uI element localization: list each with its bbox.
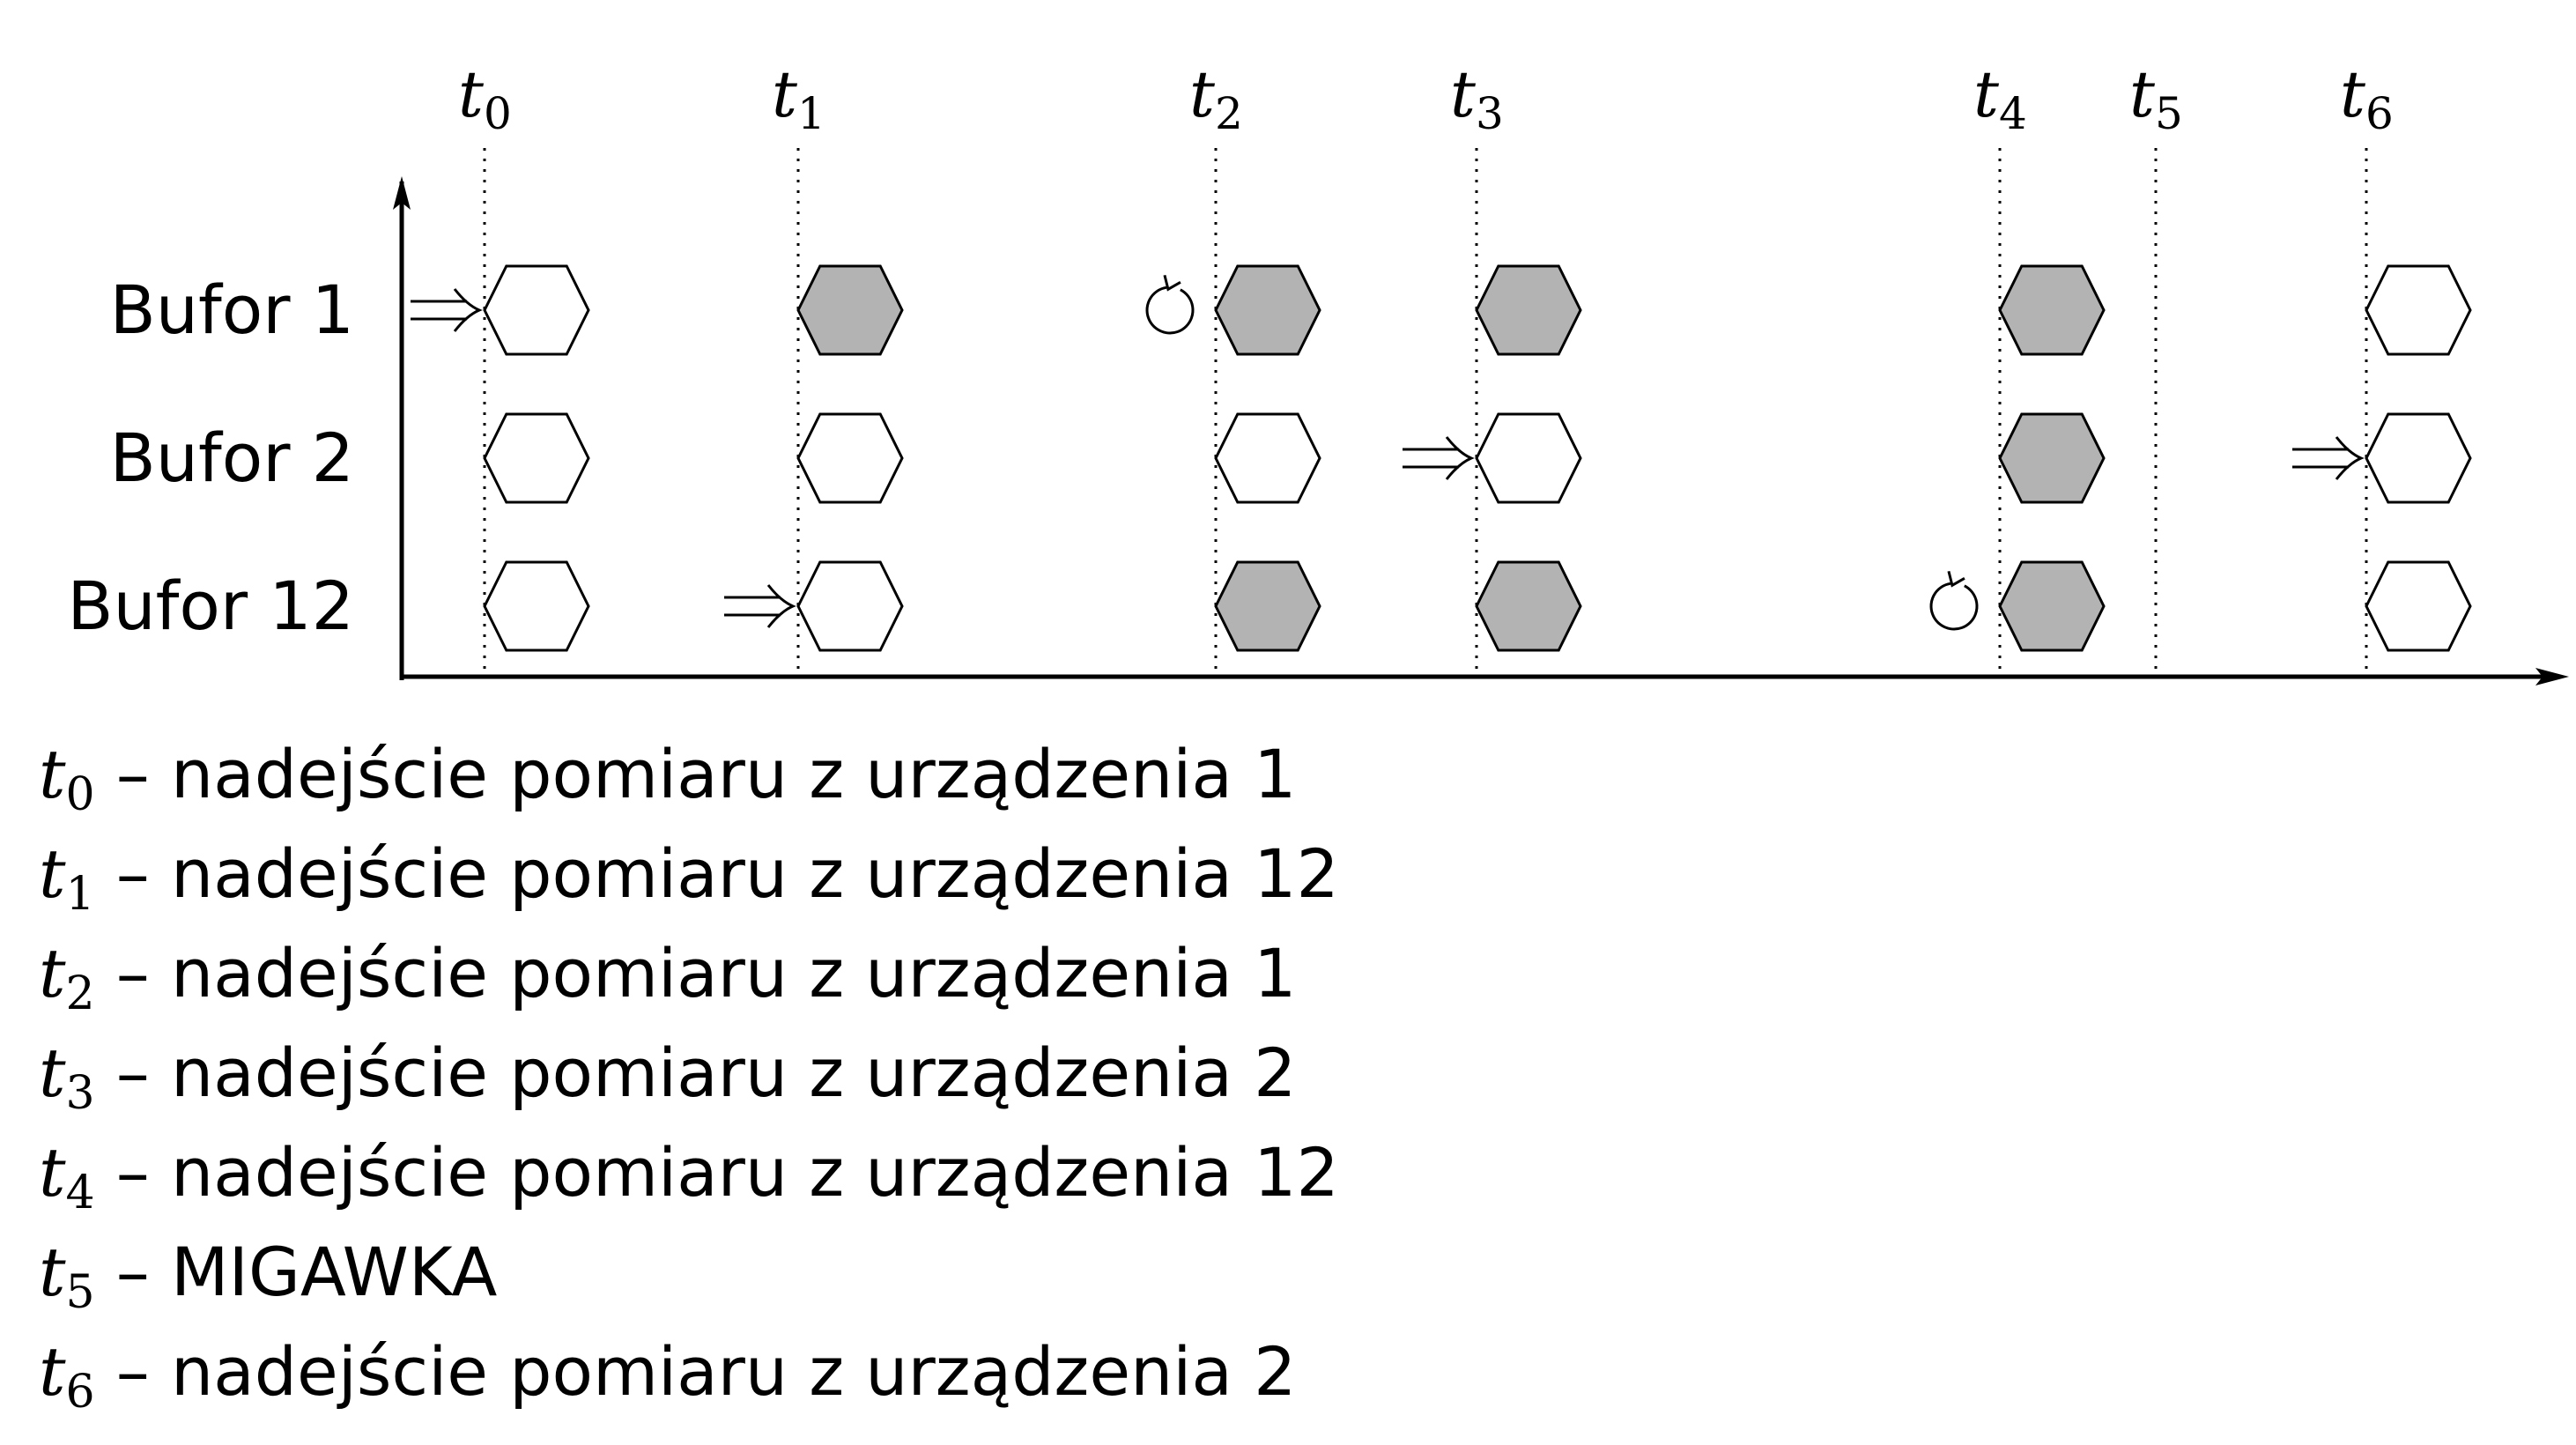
legend-item: t6 – nadejście pomiaru z urządzenia 2 xyxy=(39,1322,1339,1421)
legend-item: t5 – MIGAWKA xyxy=(39,1222,1339,1322)
hexagon-empty-icon xyxy=(1214,412,1321,504)
legend-description: – nadejście pomiaru z urządzenia 2 xyxy=(94,1034,1297,1112)
hexagon-empty-icon xyxy=(2365,412,2472,504)
hexagon-empty-icon xyxy=(2365,560,2472,652)
circular-arrow-icon xyxy=(1929,570,1979,631)
legend-description: – nadejście pomiaru z urządzenia 12 xyxy=(94,834,1339,913)
hexagon-empty-icon xyxy=(1475,412,1582,504)
circular-arrow-icon xyxy=(1145,274,1195,335)
hexagon-filled-icon xyxy=(1214,560,1321,652)
legend-time-symbol: t1 xyxy=(39,834,95,921)
buffer-row-label: Bufor 12 xyxy=(67,567,354,645)
legend: t0 – nadejście pomiaru z urządzenia 1 t1… xyxy=(39,724,1339,1421)
time-label: t3 xyxy=(1450,57,1504,139)
legend-description: – nadejście pomiaru z urządzenia 12 xyxy=(94,1133,1339,1212)
hexagon-filled-icon xyxy=(1475,264,1582,356)
y-axis-arrowhead xyxy=(393,176,411,210)
legend-description: – nadejście pomiaru z urządzenia 1 xyxy=(94,934,1297,1012)
legend-item: t4 – nadejście pomiaru z urządzenia 12 xyxy=(39,1123,1339,1222)
hexagon-filled-icon xyxy=(1214,264,1321,356)
legend-description: – nadejście pomiaru z urządzenia 1 xyxy=(94,735,1297,813)
legend-item: t1 – nadejście pomiaru z urządzenia 12 xyxy=(39,824,1339,923)
legend-item: t0 – nadejście pomiaru z urządzenia 1 xyxy=(39,724,1339,824)
hexagon-filled-icon xyxy=(1998,412,2106,504)
time-label: t4 xyxy=(1973,57,2027,139)
buffer-row-label: Bufor 2 xyxy=(110,419,354,497)
time-label: t0 xyxy=(458,57,512,139)
legend-description: – MIGAWKA xyxy=(94,1233,498,1311)
time-label: t2 xyxy=(1189,57,1243,139)
hexagon-empty-icon xyxy=(796,412,904,504)
hexagon-filled-icon xyxy=(1998,560,2106,652)
legend-item: t3 – nadejście pomiaru z urządzenia 2 xyxy=(39,1023,1339,1123)
legend-time-symbol: t0 xyxy=(39,735,95,821)
legend-time-symbol: t3 xyxy=(39,1034,95,1120)
hexagon-empty-icon xyxy=(796,560,904,652)
legend-time-symbol: t5 xyxy=(39,1233,95,1319)
x-axis-arrowhead xyxy=(2535,668,2569,685)
double-arrow-icon xyxy=(724,584,796,628)
time-label: t6 xyxy=(2340,57,2394,139)
legend-time-symbol: t6 xyxy=(39,1332,95,1419)
buffer-timeline-diagram: t0 t1 t2 t3 t4 t5 t6 Bufor 1 Bufor 2 Bufor 12 xyxy=(67,57,2569,685)
legend-time-symbol: t4 xyxy=(39,1133,95,1219)
legend-item: t2 – nadejście pomiaru z urządzenia 1 xyxy=(39,923,1339,1023)
buffer-row-label: Bufor 1 xyxy=(110,270,354,349)
legend-time-symbol: t2 xyxy=(39,934,95,1020)
hexagon-filled-icon xyxy=(1998,264,2106,356)
double-arrow-icon xyxy=(1403,436,1475,480)
time-label: t1 xyxy=(772,57,825,139)
double-arrow-icon xyxy=(411,288,483,332)
time-label: t5 xyxy=(2129,57,2183,139)
hexagon-empty-icon xyxy=(2365,264,2472,356)
hexagon-filled-icon xyxy=(1475,560,1582,652)
hexagon-empty-icon xyxy=(483,560,590,652)
hexagon-empty-icon xyxy=(483,412,590,504)
hexagon-filled-icon xyxy=(796,264,904,356)
hexagon-empty-icon xyxy=(483,264,590,356)
legend-description: – nadejście pomiaru z urządzenia 2 xyxy=(94,1332,1297,1411)
double-arrow-icon xyxy=(2292,436,2365,480)
